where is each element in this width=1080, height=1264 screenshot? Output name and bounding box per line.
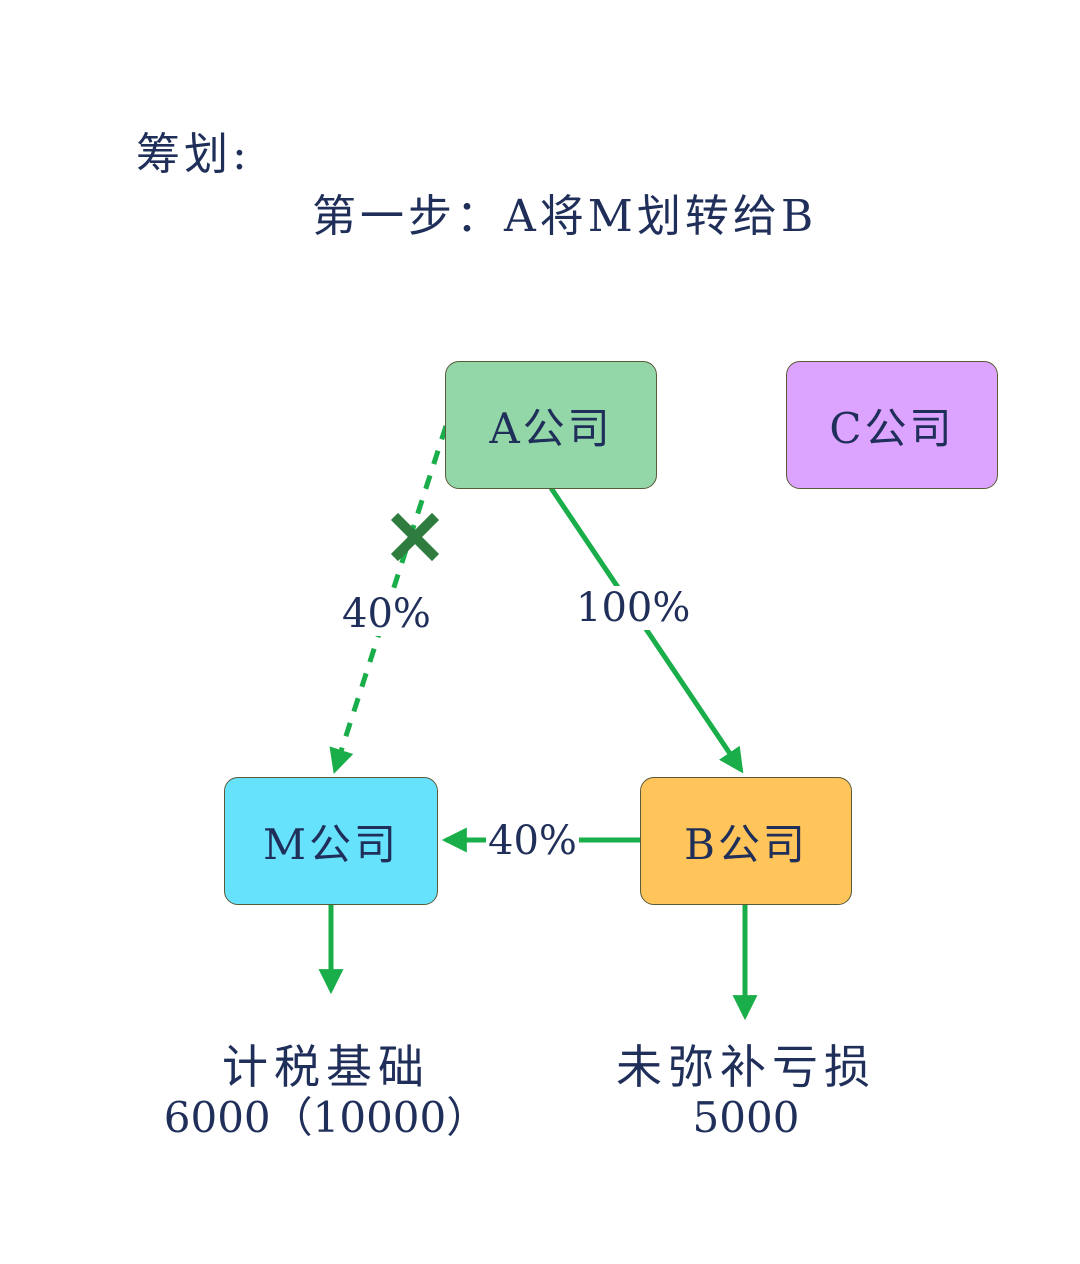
edge-a-to-m-label: 40% [340,591,433,637]
company-c-label: C公司 [829,403,955,453]
company-m-box: M公司 [224,777,438,905]
tax-basis-value: 6000（10000） [163,1093,489,1142]
company-m-label: M公司 [262,819,399,869]
edge-a-to-m [329,425,449,774]
edge-b-to-m-label: 40% [486,818,579,864]
company-c-box: C公司 [786,361,998,489]
company-a-box: A公司 [445,361,657,489]
edge-a-to-b-label: 100% [574,585,693,631]
company-b-box: B公司 [640,777,852,905]
loss-value: 5000 [692,1093,800,1142]
company-b-label: B公司 [684,819,808,869]
b-output: 未弥补亏损 5000 [546,1040,946,1142]
plan-title: 筹划: [136,129,251,180]
tax-basis-title: 计税基础 [222,1040,430,1094]
loss-title: 未弥补亏损 [616,1040,876,1094]
step-title: 第一步：A将M划转给B [312,191,818,242]
company-a-label: A公司 [489,403,613,453]
cross-icon [390,512,440,562]
m-output: 计税基础 6000（10000） [126,1040,526,1142]
